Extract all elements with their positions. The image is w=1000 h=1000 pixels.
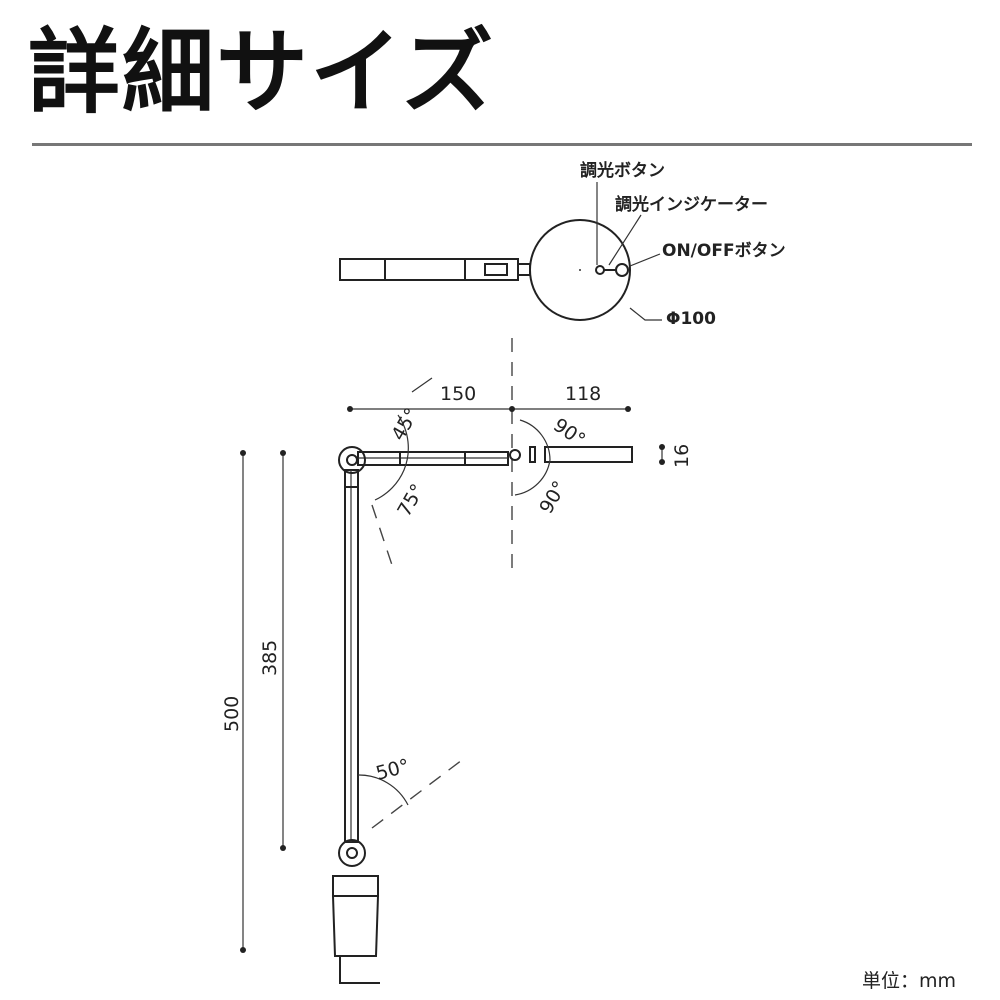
label-dimmer-indicator: 調光インジケーター [615, 194, 768, 215]
power-button-shape [615, 263, 629, 277]
label-power-button: ON/OFFボタン [662, 241, 786, 261]
lamp-head-disc [529, 219, 631, 321]
dim-385: 385 [259, 640, 281, 676]
dimmer-button-shape [595, 265, 605, 275]
base-cap [332, 875, 379, 897]
lamp-head [544, 446, 633, 463]
dim-500: 500 [221, 696, 243, 732]
clamp-foot [339, 956, 380, 984]
top-arm [339, 258, 519, 281]
label-diameter: Φ100 [666, 309, 716, 329]
dim-118: 118 [565, 383, 601, 405]
angle-90-down: 90° [535, 477, 571, 517]
label-dimmer-button: 調光ボタン [580, 160, 665, 181]
width-dimensions: 150 118 [347, 377, 631, 412]
height-dimensions: 500 385 16 [221, 444, 693, 953]
angle-indicators: 45° 75° 90° 90° 50° [357, 404, 589, 829]
title-divider [32, 143, 972, 146]
page-title: 詳細サイズ [28, 19, 496, 126]
angle-90-up: 90° [549, 414, 589, 451]
unit-label: 単位：mm [862, 970, 957, 992]
base-clamp-body [331, 895, 380, 957]
angle-75: 75° [393, 480, 429, 520]
side-view-lamp [331, 446, 633, 984]
top-view: 調光ボタン 調光インジケーター ON/OFFボタン Φ100 [339, 160, 786, 329]
lower-joint [338, 839, 366, 867]
angle-50: 50° [374, 755, 412, 785]
angle-45: 45° [387, 404, 423, 444]
dim-150: 150 [440, 383, 476, 405]
upper-joint [338, 446, 366, 474]
dim-16: 16 [671, 444, 693, 468]
